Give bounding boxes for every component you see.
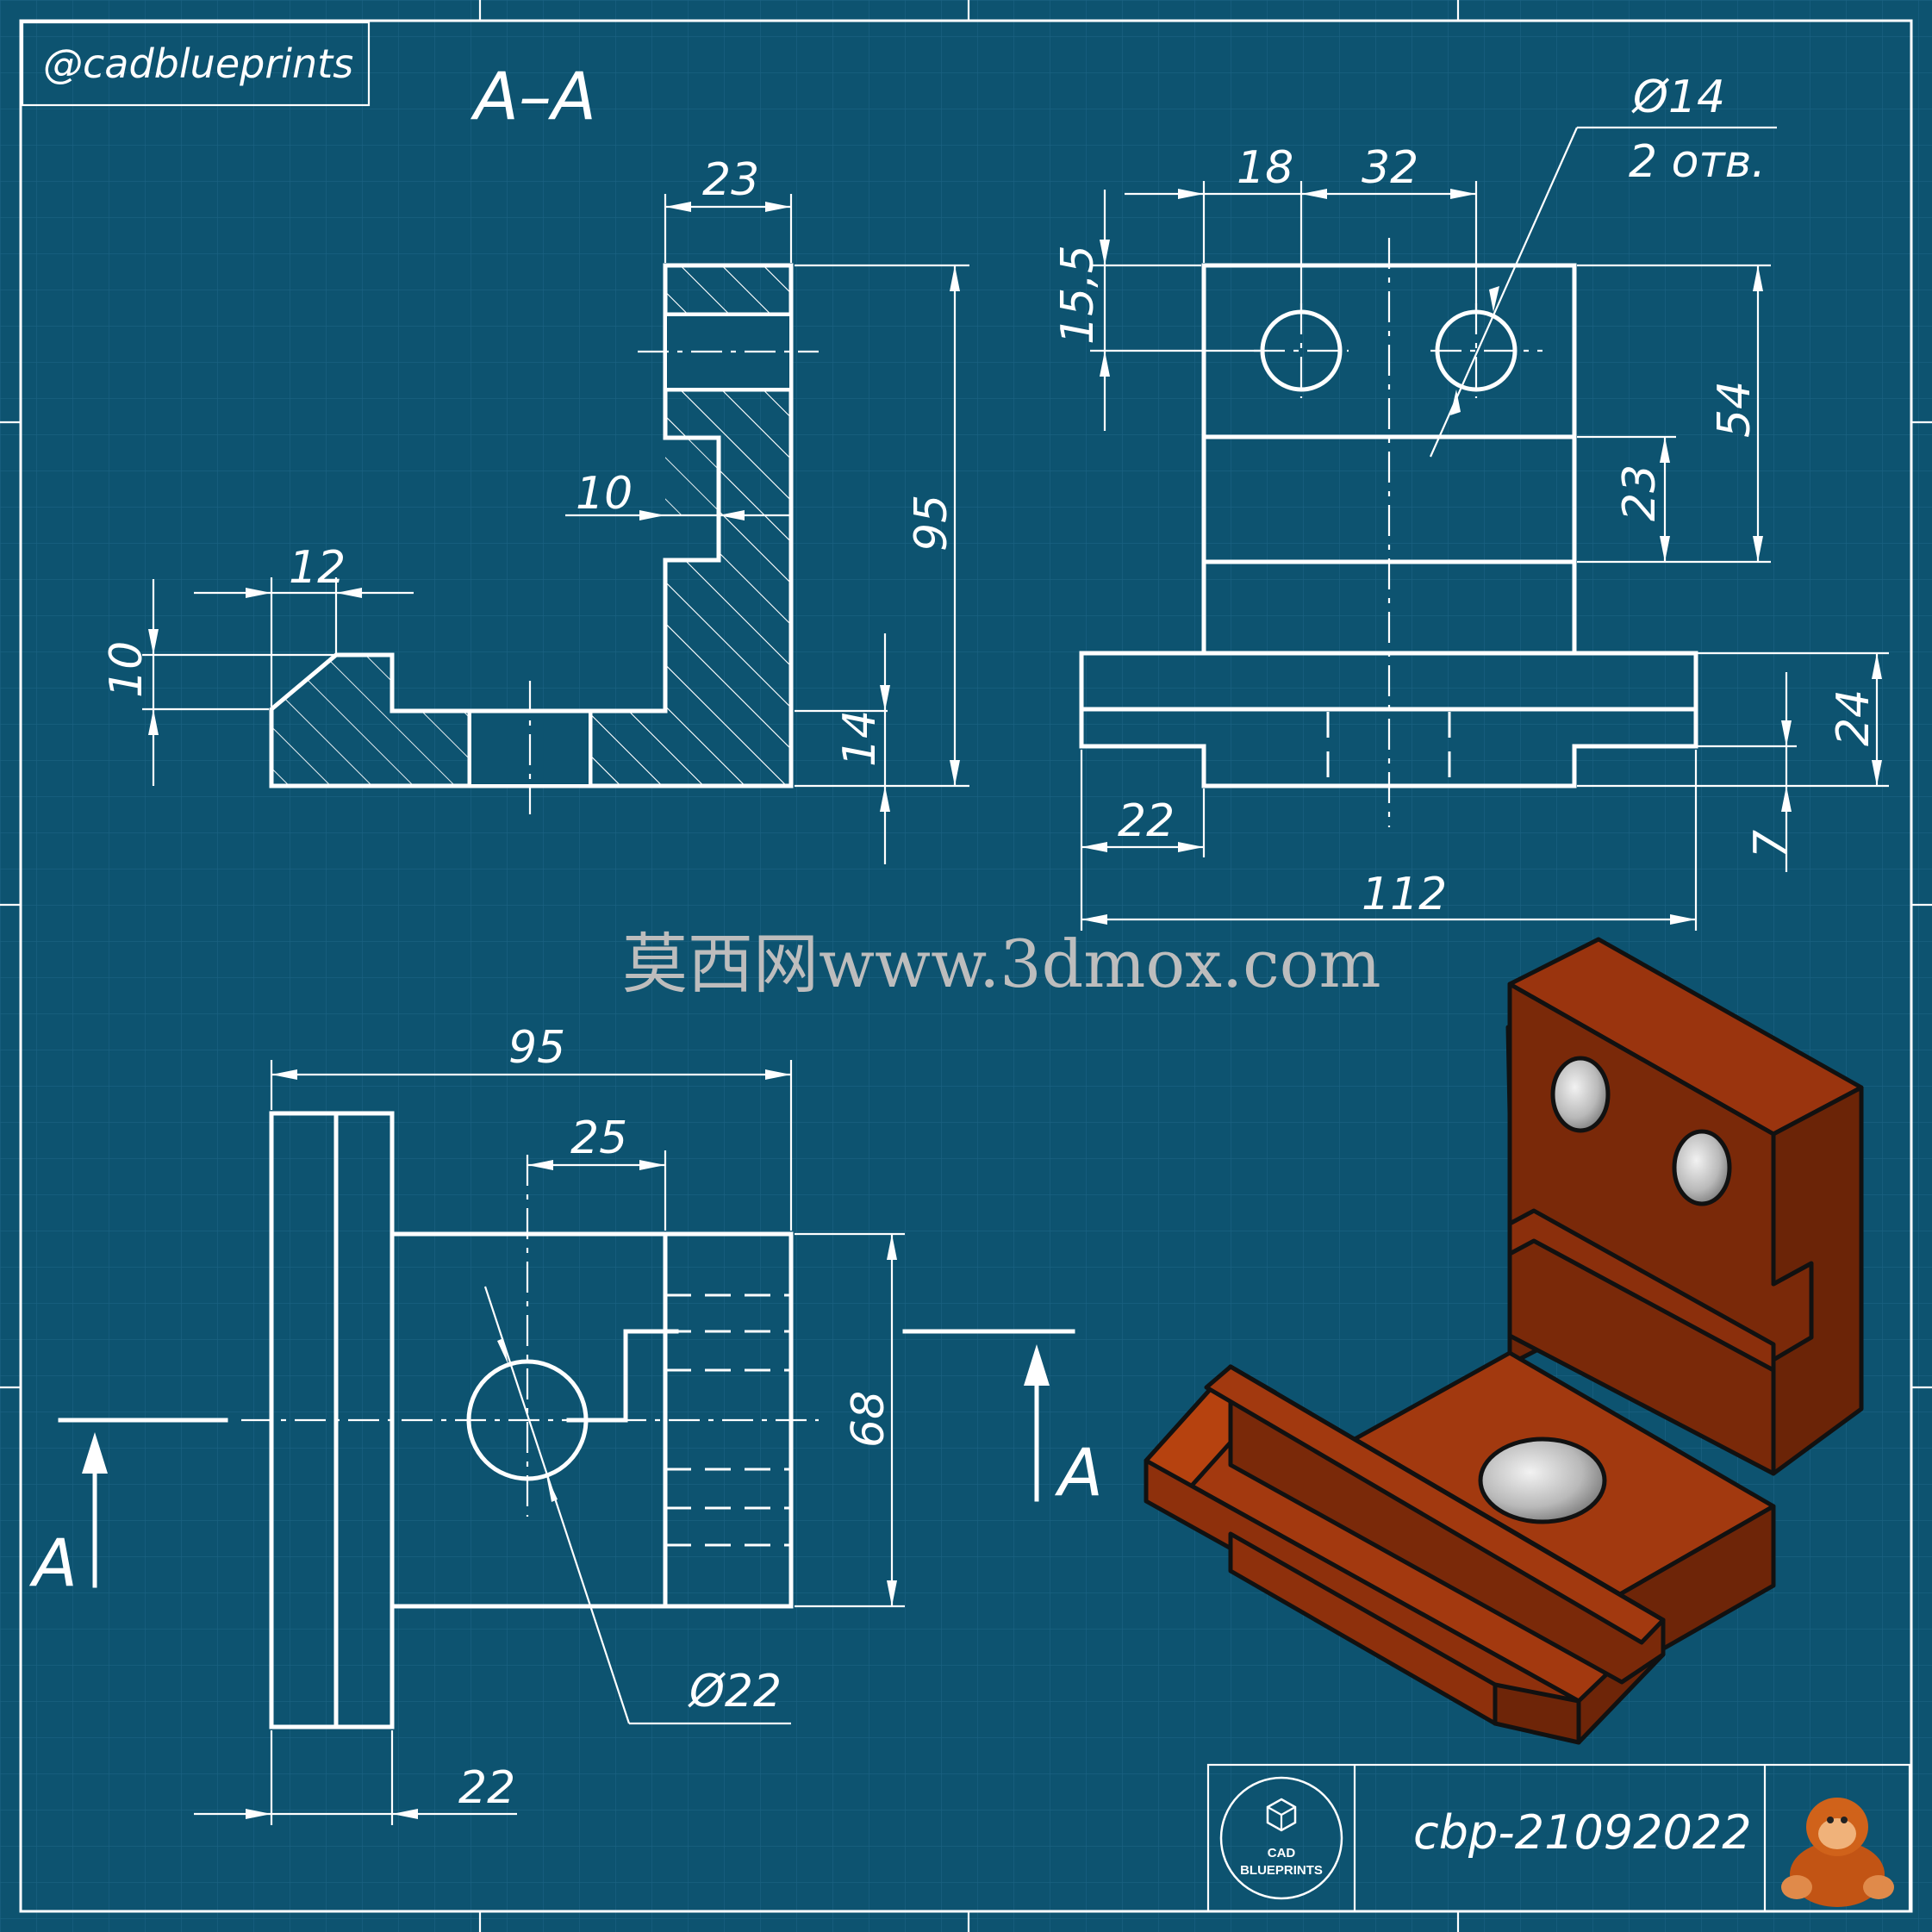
handle-text: @cadblueprints [43,41,353,87]
dim-front-hole-spacing: 32 [1362,142,1418,194]
dim-section-lip-width: 12 [289,542,346,594]
watermark-text: 莫西网www.3dmox.com [622,925,1381,1002]
handle-box [21,21,371,107]
dim-front-upper-height: 54 [1709,381,1761,438]
front-hole-diameter: Ø14 [1631,72,1725,123]
section-label-left: A [28,1524,78,1601]
dim-front-hole-vertical: 15,5 [1052,245,1104,345]
dim-top-depth: 95 [508,1022,565,1074]
cube-icon [1266,1798,1297,1832]
dim-front-base-height: 24 [1828,689,1879,746]
dim-front-groove-depth: 7 [1745,830,1797,858]
iso-hole-base [1478,1437,1607,1524]
dim-front-hole-offset: 18 [1237,142,1293,194]
orangutan-mascot-icon [1781,1798,1894,1907]
top-view: A A 95 25 68 Ø22 22 [28,1022,1103,1825]
dim-section-base-height: 14 [834,710,886,767]
dim-front-total-width: 112 [1362,869,1447,920]
top-hole-diameter: Ø22 [688,1666,782,1717]
dim-front-mid-height: 23 [1614,464,1666,521]
iso-hole-upper-right [1672,1129,1732,1206]
brand-logo-line1: CAD [1268,1846,1296,1860]
drawing-code: cbp-21092022 [1413,1805,1752,1860]
section-label-right: A [1054,1434,1103,1511]
front-hole-count: 2 отв. [1629,136,1766,188]
brand-logo [1219,1776,1343,1900]
section-view: 23 95 10 12 10 14 [101,154,969,864]
dim-top-width: 68 [843,1391,894,1448]
iso-hole-upper-left [1550,1056,1611,1133]
section-title: A–A [470,58,596,134]
dim-top-lip: 22 [458,1762,515,1814]
dim-section-slot-depth: 10 [576,468,633,520]
dim-top-hole-offset: 25 [570,1112,627,1164]
brand-logo-line2: BLUEPRINTS [1240,1863,1323,1878]
dim-section-lip-height: 10 [101,641,153,698]
front-view: 18 32 Ø14 2 отв. 15,5 54 23 24 7 22 [1052,72,1889,931]
dim-front-groove-width: 22 [1118,795,1175,847]
isometric-part [1144,937,1864,1745]
dim-section-height: 95 [906,495,957,552]
dim-section-top-width: 23 [702,154,759,206]
title-block: CAD BLUEPRINTS cbp-21092022 [1206,1763,1911,1913]
